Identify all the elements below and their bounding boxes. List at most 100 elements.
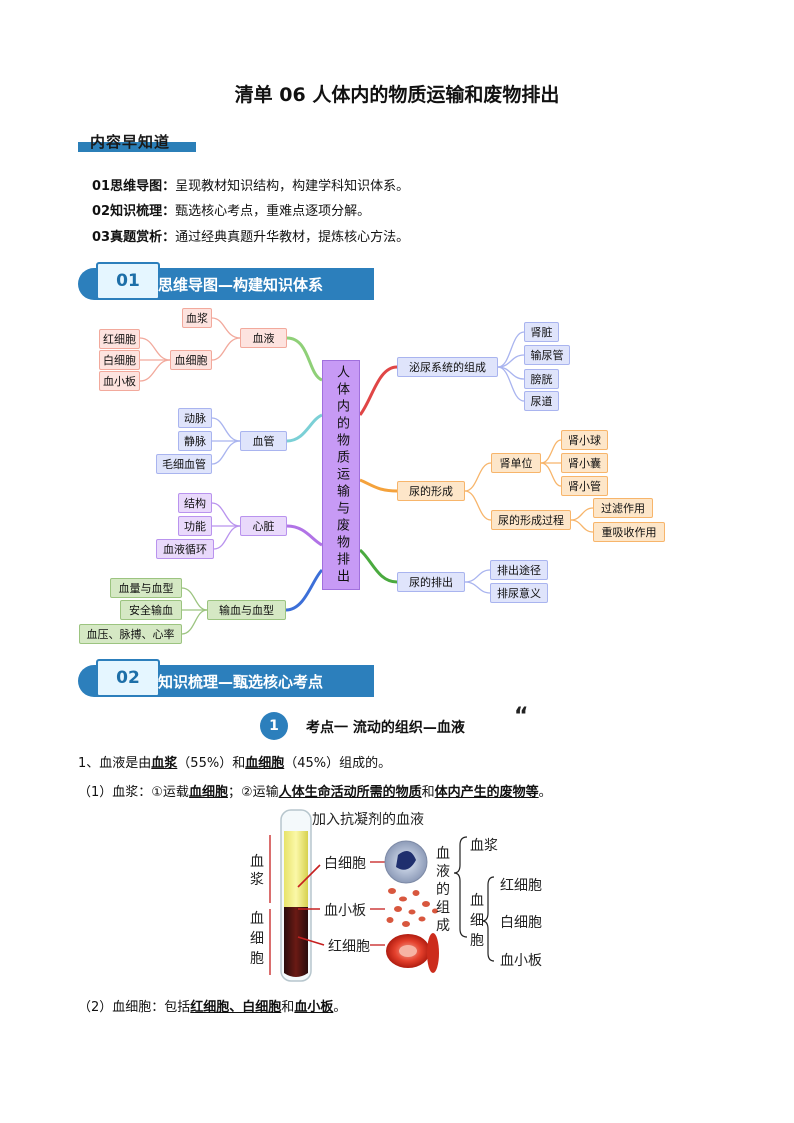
label-platelet: 血小板 (324, 903, 366, 919)
figure-caption: 加入抗凝剂的血液 (312, 812, 424, 828)
label-comp-plasma: 血浆 (470, 838, 498, 854)
text: 1、血液是由 (78, 756, 152, 771)
node-reabsorption: 重吸收作用 (593, 522, 665, 542)
node-capsule: 肾小囊 (561, 453, 608, 473)
intro-text: 呈现教材知识结构，构建学科知识体系。 (175, 179, 410, 194)
banner-mindmap: 01 思维导图—构建知识体系 (78, 262, 378, 300)
node-volume-type: 血量与血型 (110, 578, 182, 598)
node-ureter: 输尿管 (524, 345, 570, 365)
node-filtration: 过滤作用 (593, 498, 653, 518)
node-center: 人体内的物质运输与废物排出 (322, 360, 360, 590)
node-blood: 血液 (240, 328, 287, 348)
banner-number: 02 (96, 659, 160, 697)
text: 。 (538, 785, 552, 800)
quote-mark: “ (514, 704, 529, 729)
node-capillary: 毛细血管 (156, 454, 212, 474)
label-wbc: 白细胞 (324, 856, 366, 872)
text: 。 (333, 1000, 347, 1015)
text: ；②运输 (227, 785, 279, 800)
text: （2）血细胞：包括 (78, 1000, 191, 1015)
label-plasma: 血浆 (250, 854, 264, 888)
label-rbc: 红细胞 (328, 939, 370, 955)
text: （55%）和 (177, 756, 246, 771)
node-artery: 动脉 (178, 408, 212, 428)
figure-graphics (269, 809, 495, 982)
key-point-number: 1 (260, 712, 288, 740)
banner-stripe (359, 665, 363, 697)
banner-stripe (359, 268, 363, 300)
node-transfusion: 输血与血型 (207, 600, 286, 620)
node-route: 排出途径 (490, 560, 548, 580)
section-header: 内容早知道 (78, 131, 196, 153)
intro-head: 02知识梳理： (92, 204, 176, 219)
intro-text: 通过经典真题升华教材，提炼核心方法。 (175, 230, 410, 245)
node-heart: 心脏 (240, 516, 287, 536)
paragraph-blood-composition: 1、血液是由血浆（55%）和血细胞（45%）组成的。 (78, 752, 391, 771)
node-vessel: 血管 (240, 431, 287, 451)
section-highlight (78, 142, 196, 152)
node-pressure: 血压、脉搏、心率 (79, 624, 182, 644)
text: （45%）组成的。 (284, 756, 392, 771)
intro-head: 03真题赏析： (92, 230, 176, 245)
intro-text: 甄选核心考点，重难点逐项分解。 (175, 204, 371, 219)
keyword: 人体生命活动所需的物质 (278, 785, 422, 800)
banner-knowledge: 02 知识梳理—甄选核心考点 (78, 659, 378, 697)
node-function: 功能 (178, 516, 212, 536)
banner-stripe (368, 665, 372, 697)
banner-number: 01 (96, 262, 160, 300)
node-urethra: 尿道 (524, 391, 559, 411)
keyword: 血浆 (151, 756, 178, 771)
keyword: 血细胞 (188, 785, 228, 800)
keyword: 血细胞 (245, 756, 285, 771)
node-vein: 静脉 (178, 431, 212, 451)
label-comp-cells: 血细胞 (470, 893, 484, 949)
banner-stripe (350, 665, 354, 697)
paragraph-blood-cells: （2）血细胞：包括红细胞、白细胞和血小板。 (78, 996, 346, 1015)
banner-label: 知识梳理—甄选核心考点 (158, 673, 324, 691)
node-rbc: 红细胞 (99, 329, 140, 349)
text: 和 (421, 785, 435, 800)
label-blood-cells: 血细胞 (250, 911, 264, 967)
node-blood-cells: 血细胞 (170, 350, 212, 370)
text: （1）血浆：①运载 (78, 785, 189, 800)
node-plasma: 血浆 (182, 308, 212, 328)
keyword: 体内产生的废物等 (434, 785, 539, 800)
mindmap-connectors (139, 317, 594, 635)
node-nephron: 肾单位 (491, 453, 541, 473)
paragraph-plasma: （1）血浆：①运载血细胞；②运输人体生命活动所需的物质和体内产生的废物等。 (78, 781, 552, 800)
cell-layer (284, 907, 308, 977)
intro-head: 01思维导图： (92, 179, 176, 194)
intro-line-3: 03真题赏析：通过经典真题升华教材，提炼核心方法。 (92, 226, 409, 245)
blood-figure: 加入抗凝剂的血液 血浆 血细胞 白细胞 血小板 红细胞 血液的组成 血浆 血细胞… (240, 805, 580, 987)
intro-line-2: 02知识梳理：甄选核心考点，重难点逐项分解。 (92, 200, 370, 219)
key-point-title: 考点一 流动的组织—血液 (306, 720, 465, 736)
key-point-header: 1 考点一 流动的组织—血液 “ (260, 704, 550, 740)
node-meaning: 排尿意义 (490, 583, 548, 603)
node-platelet: 血小板 (99, 371, 140, 391)
node-wbc: 白细胞 (99, 350, 140, 370)
text: 和 (281, 1000, 295, 1015)
banner-stripe (350, 268, 354, 300)
banner-label: 思维导图—构建知识体系 (158, 276, 324, 294)
label-comp-rbc: 红细胞 (500, 878, 542, 894)
node-process: 尿的形成过程 (491, 510, 571, 530)
node-tubule: 肾小管 (561, 476, 608, 496)
banner-stripe (368, 268, 372, 300)
section-label: 内容早知道 (90, 133, 171, 151)
page-title: 清单 06 人体内的物质运输和废物排出 (234, 84, 560, 106)
intro-line-1: 01思维导图：呈现教材知识结构，构建学科知识体系。 (92, 175, 409, 194)
node-safe-transfusion: 安全输血 (120, 600, 182, 620)
label-composition: 血液的组成 (436, 846, 450, 934)
platelets (386, 888, 438, 927)
node-structure: 结构 (178, 493, 212, 513)
node-excretion: 尿的排出 (397, 572, 465, 592)
plasma-layer (284, 831, 308, 907)
node-circulation: 血液循环 (156, 539, 214, 559)
node-bladder: 膀胱 (524, 369, 559, 389)
keyword: 红细胞、白细胞 (190, 1000, 282, 1015)
keyword: 血小板 (294, 1000, 334, 1015)
node-formation: 尿的形成 (397, 481, 465, 501)
label-comp-wbc: 白细胞 (500, 915, 542, 931)
wbc-nucleus (396, 851, 416, 870)
node-urinary: 泌尿系统的组成 (397, 357, 498, 377)
